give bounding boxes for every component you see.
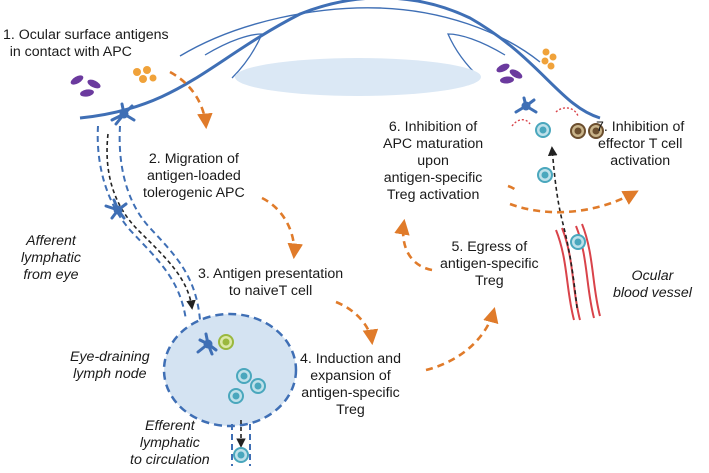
treg-cell-icon [537,167,553,183]
ocular-surface [79,0,601,120]
label-step2: 2. Migration of antigen-loaded tolerogen… [143,151,245,201]
lens [235,58,481,96]
antigen-orange-icon [133,66,157,83]
antigen-purple-icon [496,63,523,84]
apc-dendritic-icon [514,96,538,114]
pathway-arrows [169,70,639,372]
label-step6: 6. Inhibition of APC maturation upon ant… [383,119,484,203]
treg-cell-icon [535,122,551,138]
label-step3: 3. Antigen presentation to naiveT cell [198,266,344,299]
arrow-step1-to-step2 [169,70,213,130]
inhibition-mark [511,119,531,127]
apc-dendritic-icon [110,102,136,126]
effector-t-cell-icon [570,123,604,139]
iris-right [447,33,506,79]
arrow-step4-to-step5 [425,306,499,372]
label-lymph-node: Eye-draining lymph node [70,349,150,382]
iris-left [204,33,263,79]
label-ocular-blood-vessel: Ocular blood vessel [613,268,692,301]
treg-cell-icon [233,447,249,463]
label-step4: 4. Induction and expansion of antigen-sp… [300,351,401,418]
egress-arrow [547,146,578,309]
arrow-step3-to-step4 [335,300,379,346]
treg-cell-icon [228,368,266,404]
eye-structure [79,0,601,120]
label-afferent-lymphatic: Afferent lymphatic from eye [21,233,81,283]
inhibition-mark [555,107,579,117]
arrow-step2-to-step3 [261,196,303,260]
arrow-step6-to-step7 [507,184,519,193]
naive-t-cell-icon [218,334,234,350]
label-step7: 7. Inhibition of effector T cell activat… [596,119,685,169]
apc-dendritic-icon [104,198,128,220]
afferent-lymphatic-vessel [96,125,201,321]
arrow-step5-to-step7 [509,190,639,214]
lymph-node [162,312,298,428]
label-step5: 5. Egress of antigen-specific Treg [440,239,539,289]
afferent-arrow [106,133,196,310]
cornea-inner [179,7,541,63]
efferent-lymphatic-vessel [231,424,251,466]
apc-dendritic-icon [196,332,218,356]
arrow-step5-to-step6 [394,218,433,272]
antigen-purple-icon [70,75,101,97]
antigen-orange-icon [541,48,557,70]
treg-cell-icon [570,234,586,250]
label-step1: 1. Ocular surface antigens in contact wi… [3,27,169,60]
label-efferent-lymphatic: Efferent lymphatic to circulation [130,418,210,468]
